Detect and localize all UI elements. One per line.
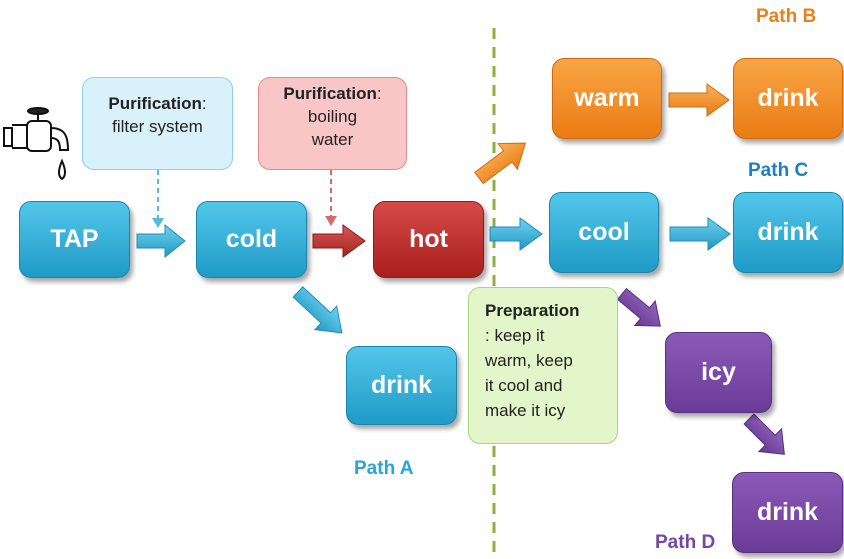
arrow-cool-drink — [669, 217, 731, 251]
node-tap: TAP — [19, 201, 130, 278]
node-drink-d: drink — [732, 472, 843, 553]
node-drink-b: drink — [733, 58, 843, 139]
boiling-connector-head — [325, 216, 337, 226]
arrow-icy-drink — [743, 413, 785, 455]
arrow-tap-cold — [136, 223, 186, 259]
arrow-hot-cool — [489, 217, 543, 251]
node-cold: cold — [196, 201, 307, 278]
filter-note-text: filter system — [112, 117, 203, 136]
path-c-label: Path C — [748, 160, 809, 181]
arrow-hot-warm — [474, 142, 526, 185]
boiling-note-heading: Purification — [283, 84, 377, 103]
arrow-cold-hot — [312, 224, 366, 258]
boiling-note-line2: water — [311, 130, 354, 149]
boiling-note: Purification: boiling water — [258, 77, 407, 170]
filter-note-heading: Purification — [108, 94, 202, 113]
node-icy: icy — [665, 332, 772, 413]
node-drink-c: drink — [733, 192, 843, 273]
filter-connector-head — [152, 218, 164, 228]
preparation-note: Preparation : keep it warm, keep it cool… — [468, 287, 618, 444]
node-drink-a: drink — [346, 346, 457, 425]
path-a-label: Path A — [354, 458, 414, 479]
node-hot: hot — [373, 201, 484, 278]
arrow-cold-drink — [292, 286, 343, 334]
arrow-cool-icy — [616, 287, 661, 327]
preparation-note-heading: Preparation — [485, 301, 580, 320]
arrow-warm-drink — [668, 83, 730, 117]
node-warm: warm — [552, 58, 662, 139]
filter-note: Purification: filter system — [82, 77, 233, 170]
path-d-label: Path D — [655, 532, 716, 553]
boiling-note-line1: boiling — [307, 107, 358, 126]
node-cool: cool — [549, 192, 659, 273]
path-b-label: Path B — [756, 6, 817, 27]
faucet-icon — [3, 107, 70, 181]
